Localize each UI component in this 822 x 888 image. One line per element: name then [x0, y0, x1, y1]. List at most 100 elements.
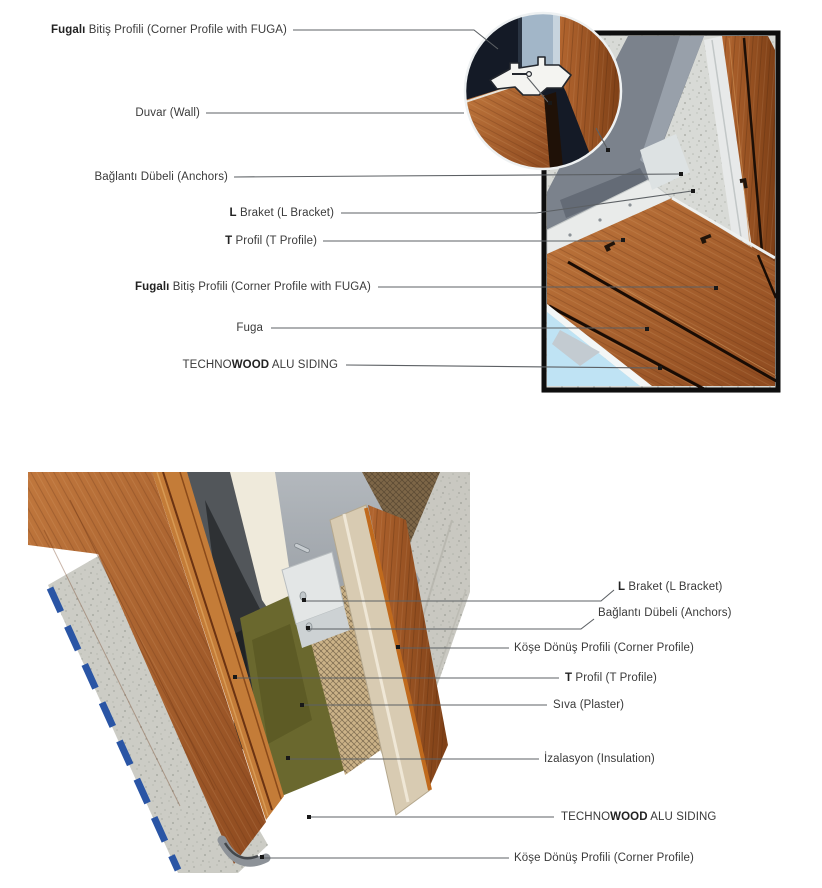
label-text: TECHNO: [561, 811, 611, 823]
wood-grain: [28, 472, 266, 864]
wood-grain: [560, 13, 621, 169]
clip-hook: [604, 241, 616, 252]
leader-dot: [691, 189, 695, 193]
top-figure: [463, 11, 781, 393]
label-anchors-bottom: Bağlantı Dübeli (Anchors): [598, 605, 732, 621]
bolt: [568, 233, 572, 237]
leader-dot: [548, 101, 552, 105]
leader-dot: [286, 756, 290, 760]
label-text: Braket (L Bracket): [625, 581, 723, 593]
label-insulation: İzalasyon (Insulation): [544, 751, 655, 767]
leader-dot: [233, 675, 237, 679]
callout-ring: [463, 11, 623, 171]
leader-dot: [300, 703, 304, 707]
label-text-bold: Fugalı: [134, 281, 170, 293]
label-technowood-bottom: TECHNOWOOD ALU SIDING: [561, 809, 716, 825]
label-text: ALU SIDING: [269, 359, 338, 371]
label-text-bold: WOOD: [231, 359, 270, 371]
label-text: İzalasyon (Insulation): [544, 753, 655, 765]
label-l-bracket-bottom: L Braket (L Bracket): [618, 579, 722, 595]
leader-dot: [396, 645, 400, 649]
edge-shadow-line: [162, 472, 273, 811]
panel-return-flap: [552, 330, 600, 366]
label-anchors-top: Bağlantı Dübeli (Anchors): [0, 169, 228, 185]
wood-highlight: [569, 257, 776, 377]
label-text-bold: Fugalı: [50, 24, 86, 36]
profile-divider: [518, 13, 522, 85]
profile-edge-line: [711, 39, 743, 245]
leader-l-bracket-top: [341, 190, 693, 214]
detail-callout-circle: [463, 11, 623, 171]
edge-highlight-line: [156, 472, 269, 817]
vertical-t-profile: [704, 36, 752, 250]
label-duvar: Duvar (Wall): [0, 105, 200, 121]
label-technowood-top: TECHNOWOOD ALU SIDING: [0, 357, 338, 373]
l-bracket-flange: [296, 606, 350, 648]
leader-anchors-bottom: [310, 618, 595, 630]
label-text: Bitiş Profili (Corner Profile with FUGA): [85, 24, 287, 36]
leader-fuga-corner-profile-top: [293, 29, 499, 50]
clip-hook: [700, 233, 712, 245]
wall-recess-light-face: [640, 36, 704, 170]
bolt: [628, 203, 632, 207]
label-text-bold: L: [618, 581, 626, 593]
label-text: Profil (T Profile): [232, 235, 317, 247]
label-fuga: Fuga: [0, 320, 263, 336]
l-bracket-plate: [640, 134, 690, 190]
label-text: Köşe Dönüş Profili (Corner Profile): [514, 642, 694, 654]
leader-dot: [260, 855, 264, 859]
callout-render: [465, 13, 621, 169]
label-l-bracket-top: L Braket (L Bracket): [0, 205, 334, 221]
bottom-figure: [28, 472, 470, 873]
leader-technowood-top: [345, 364, 659, 369]
panel-edge-trim: [671, 196, 776, 260]
label-text: Duvar (Wall): [135, 107, 200, 119]
leader-dot: [307, 815, 311, 819]
corner-profile-groove: [223, 842, 259, 860]
leader-callout-internal: [526, 76, 549, 103]
leader-duvar-tip: [595, 127, 609, 151]
label-t-profile-top: T Profil (T Profile): [0, 233, 317, 249]
leader-dot: [679, 172, 683, 176]
leader-dot: [306, 626, 310, 630]
leader-dot: [714, 286, 718, 290]
wood-grain: [722, 36, 775, 262]
fuga-gap: [742, 37, 764, 253]
label-text: Bitiş Profili (Corner Profile with FUGA): [169, 281, 371, 293]
clip-hook: [739, 178, 748, 189]
label-text: Braket (L Bracket): [236, 207, 334, 219]
wall-recess-shadow: [560, 168, 648, 218]
label-fuga-corner-profile-top: Fugalı Bitiş Profili (Corner Profile wit…: [0, 22, 287, 38]
leader-dot: [658, 366, 662, 370]
label-siva: Sıva (Plaster): [553, 697, 624, 713]
leader-lines: [206, 29, 714, 859]
leader-dot: [645, 327, 649, 331]
profile-screw-head: [525, 70, 532, 77]
aluminium-highlight: [553, 13, 560, 85]
label-text-bold: L: [229, 207, 237, 219]
label-text: Fuga: [236, 322, 263, 334]
label-t-profile-bottom: T Profil (T Profile): [565, 670, 657, 686]
top-figure-render: [546, 35, 776, 388]
fuga-gap: [544, 92, 563, 169]
label-corner-profile-1: Köşe Dönüş Profili (Corner Profile): [514, 640, 694, 656]
stripe-gap: [42, 589, 174, 873]
label-text: Profil (T Profile): [572, 672, 657, 684]
label-text-bold: T: [565, 672, 573, 684]
label-text-bold: WOOD: [610, 811, 648, 823]
fuga-gap: [567, 260, 776, 383]
label-corner-profile-2: Köşe Dönüş Profili (Corner Profile): [514, 850, 694, 866]
wood-highlight: [728, 37, 751, 247]
label-text: Köşe Dönüş Profili (Corner Profile): [514, 852, 694, 864]
label-text: TECHNO: [182, 359, 232, 371]
label-fuga-corner-profile-2: Fugalı Bitiş Profili (Corner Profile wit…: [0, 279, 371, 295]
blue-stripe-dashed: [46, 586, 182, 872]
label-text: Bağlantı Dübeli (Anchors): [598, 607, 732, 619]
panel-return-trim: [547, 304, 652, 386]
label-text: Sıva (Plaster): [553, 699, 625, 711]
bolt: [598, 218, 602, 222]
insulation-shade: [252, 624, 312, 744]
profile-highlight: [342, 513, 410, 803]
